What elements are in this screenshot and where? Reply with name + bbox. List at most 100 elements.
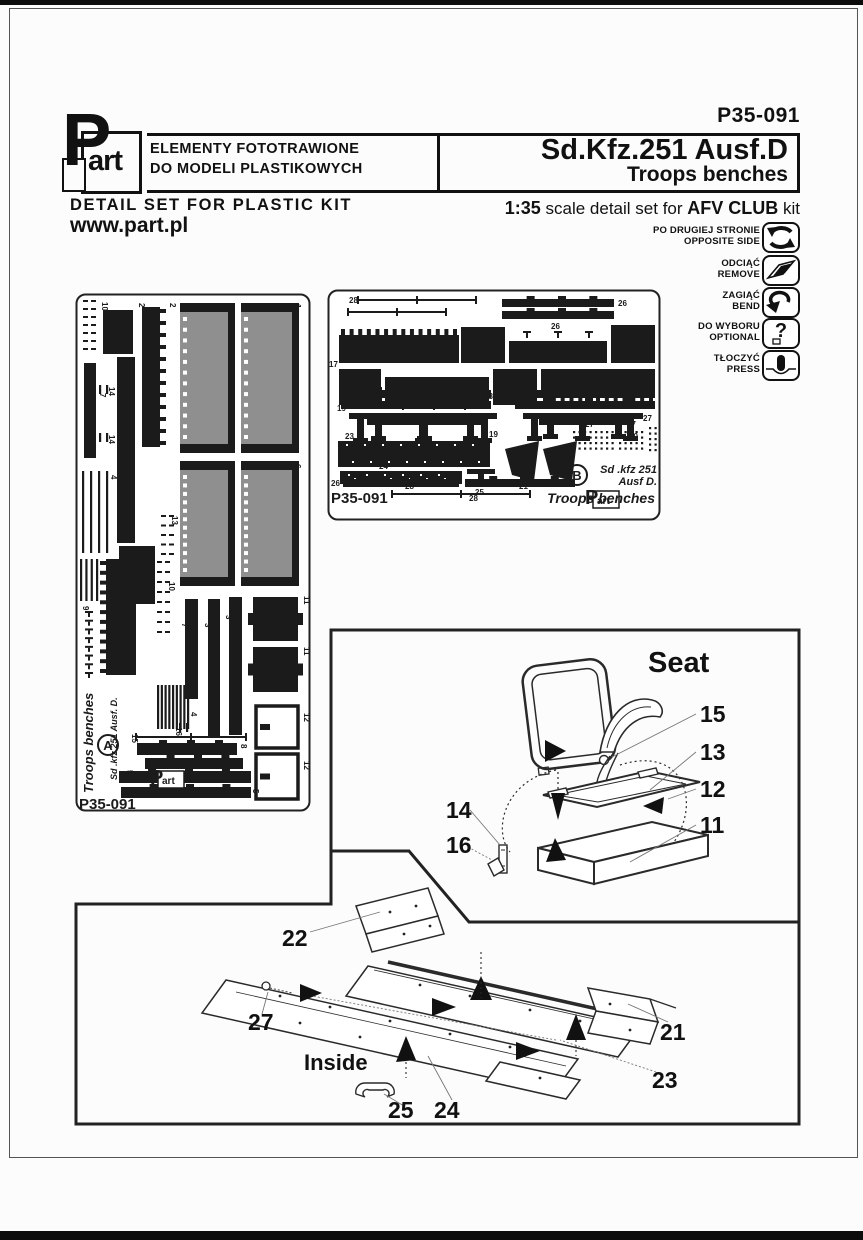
svg-text:1: 1 — [226, 304, 235, 309]
svg-text:12: 12 — [302, 761, 311, 770]
fret-part: 27 — [573, 420, 614, 450]
polish-tagline-line2: DO MODELI PLASTIKOWYCH — [150, 161, 363, 177]
svg-text:28: 28 — [405, 482, 414, 491]
fret-part — [523, 331, 593, 338]
part-logo: P art — [62, 98, 142, 194]
svg-text:A: A — [103, 738, 113, 753]
fret-part — [461, 327, 505, 363]
svg-text:P: P — [585, 487, 598, 509]
svg-text:3: 3 — [224, 615, 233, 620]
fret-part: 13 — [161, 515, 179, 555]
svg-text:9: 9 — [81, 606, 90, 611]
fret-part: 20 — [539, 419, 638, 441]
svg-text:17: 17 — [329, 360, 338, 369]
svg-text:26: 26 — [618, 299, 627, 308]
fret-part: 14 — [99, 385, 116, 396]
fret-part: B — [566, 464, 588, 486]
header-rule-bottom — [147, 190, 800, 193]
fret-part: 6 — [180, 461, 235, 586]
fret-part: 6 — [241, 461, 302, 586]
fret-part: P35-091 — [79, 796, 136, 812]
fret-part: 1 — [180, 303, 235, 453]
callout-12: 12 — [700, 776, 726, 802]
svg-text:19: 19 — [489, 430, 498, 439]
svg-text:6: 6 — [293, 464, 302, 469]
svg-text:P35-091: P35-091 — [79, 796, 136, 812]
svg-text:27: 27 — [643, 414, 652, 423]
fret-part: 16 — [174, 723, 189, 736]
flip-arrows-icon — [762, 222, 800, 253]
fret-part — [515, 398, 655, 409]
svg-text:24: 24 — [379, 462, 388, 471]
fret-part: 4 — [157, 685, 198, 729]
legend-label-en: PRESS — [726, 364, 760, 375]
callout-25: 25 — [388, 1097, 414, 1123]
svg-text:3: 3 — [203, 623, 212, 628]
fret-part: 10 — [157, 561, 176, 633]
svg-text:Ausf D.: Ausf D. — [618, 476, 658, 488]
svg-text:7: 7 — [98, 393, 107, 398]
rivet-holes — [278, 904, 632, 1080]
callout-14: 14 — [446, 797, 472, 823]
svg-text:12: 12 — [302, 713, 311, 722]
svg-text:2: 2 — [168, 303, 177, 308]
fret-part: 28 — [349, 296, 477, 305]
fret-part: A — [97, 734, 119, 756]
fret-part — [339, 329, 459, 363]
legend-label-pl: DO WYBORU — [698, 321, 760, 332]
fret-part: 28 — [391, 482, 531, 498]
fret-part: 3 — [203, 599, 220, 737]
svg-text:1: 1 — [293, 304, 302, 309]
fret-part: 10 — [83, 300, 109, 350]
fret-part: Troops benches — [81, 693, 96, 793]
fret-part — [611, 325, 655, 363]
legend-label-en: OPTIONAL — [709, 332, 760, 343]
svg-text:B: B — [572, 468, 581, 483]
kit-subtitle: Troops benches — [626, 163, 788, 186]
legend-label-en: REMOVE — [717, 269, 760, 280]
question-mark-icon: ? — [762, 318, 800, 349]
fret-part — [100, 559, 136, 675]
fret-part: 19 — [367, 419, 498, 441]
svg-text:Sd .kfz 251: Sd .kfz 251 — [600, 464, 657, 476]
fret-part — [515, 387, 655, 398]
svg-text:4: 4 — [109, 475, 118, 480]
fret-part: 14 — [99, 433, 116, 444]
fret-part: 26 — [502, 308, 614, 331]
part-logo-letter: P — [62, 98, 111, 181]
svg-text:16: 16 — [174, 727, 183, 736]
callout-24: 24 — [434, 1097, 460, 1123]
part-logo-foot — [62, 158, 86, 192]
legend-row-opposite-side: PO DRUGIEJ STRONIE OPPOSITE SIDE — [540, 222, 800, 253]
callout-13: 13 — [700, 739, 726, 765]
svg-text:6: 6 — [226, 464, 235, 469]
svg-text:P35-091: P35-091 — [331, 490, 388, 507]
fret-part: 8 — [137, 740, 248, 755]
kit-title: Sd.Kfz.251 Ausf.D — [540, 134, 788, 166]
fret-part: 23 — [338, 432, 490, 467]
fret-part: 26 — [331, 476, 459, 488]
svg-text:7: 7 — [180, 623, 189, 628]
polish-tagline-line1: ELEMENTY FOTOTRAWIONE — [150, 141, 360, 157]
svg-text:10: 10 — [100, 302, 109, 311]
svg-text:P: P — [150, 767, 163, 789]
fret-part — [347, 308, 447, 316]
legend-label-en: OPPOSITE SIDE — [684, 236, 760, 247]
svg-text:25: 25 — [475, 488, 484, 497]
fret-part: 12 — [254, 704, 311, 750]
seat-backrest — [521, 657, 617, 776]
svg-text:2: 2 — [137, 303, 146, 308]
fret-part: 3 — [224, 597, 242, 735]
callout-27: 27 — [248, 1009, 274, 1035]
fret-part: 27 — [619, 420, 644, 450]
svg-text:4: 4 — [189, 712, 198, 717]
svg-text:27: 27 — [627, 420, 636, 429]
svg-text:Troops benches: Troops benches — [81, 693, 96, 793]
svg-text:art: art — [597, 496, 610, 507]
fret-part: 11 — [248, 596, 311, 641]
fret-part — [465, 476, 575, 487]
seat-title: Seat — [648, 647, 710, 679]
